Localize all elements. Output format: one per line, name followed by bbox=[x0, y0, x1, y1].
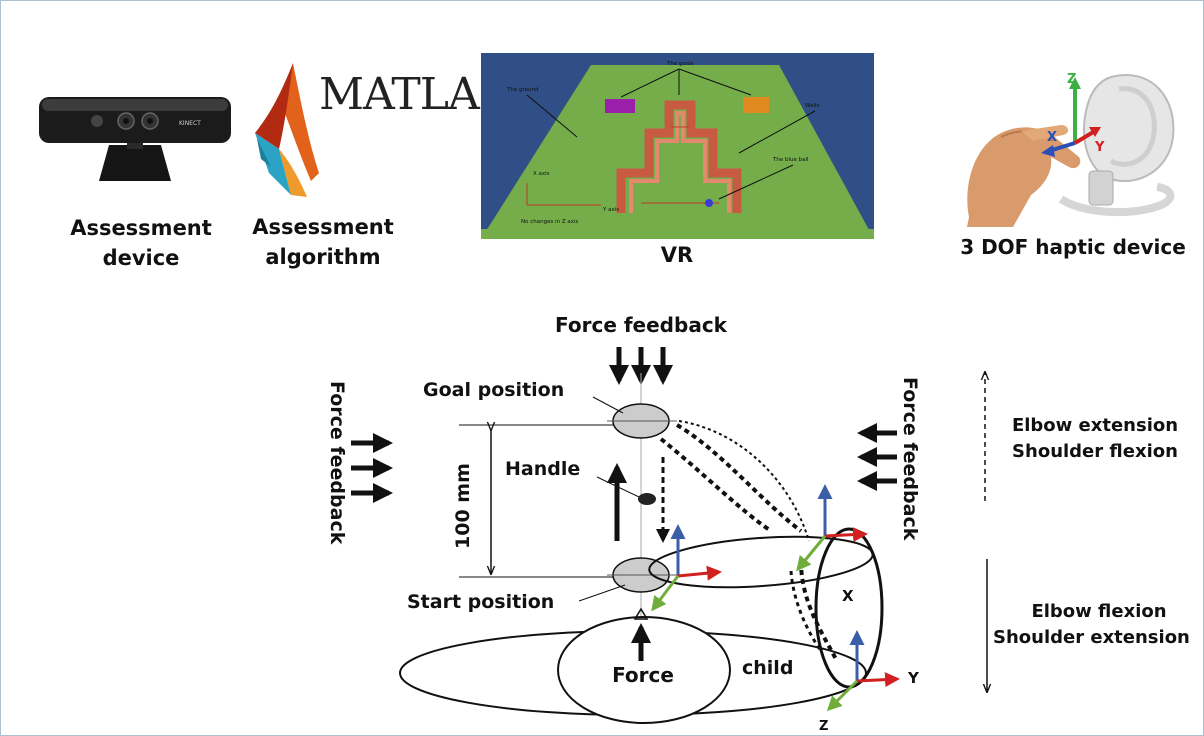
haptic-device-caption: 3 DOF haptic device bbox=[960, 235, 1186, 259]
force-label: Force bbox=[612, 663, 674, 687]
coordinate-frame-elbow bbox=[796, 484, 868, 572]
haptic-z-label: Z bbox=[1067, 72, 1076, 87]
kinect-brand-label: KINECT bbox=[179, 120, 201, 127]
axis-x-label: X bbox=[842, 587, 854, 605]
force-feedback-left-arrows bbox=[351, 433, 393, 503]
shoulder-extension-label: Shoulder extension bbox=[993, 627, 1190, 648]
force-feedback-top-label: Force feedback bbox=[555, 313, 727, 337]
force-feedback-left-label: Force feedback bbox=[326, 381, 348, 545]
assessment-device-line2: device bbox=[102, 246, 180, 270]
vr-y-axis-label: Y axis bbox=[602, 207, 619, 213]
axis-y-label: Y bbox=[908, 669, 919, 687]
handle-label: Handle bbox=[505, 458, 581, 480]
vr-scene-image: The goals The ground Walls The blue ball… bbox=[481, 53, 874, 239]
vr-z-note-label: No changes in Z axis bbox=[521, 219, 579, 225]
vr-goals-label: The goals bbox=[666, 61, 694, 67]
assessment-device-line1: Assessment bbox=[70, 216, 212, 240]
start-position-label: Start position bbox=[407, 591, 555, 613]
kinect-sensor-image: KINECT bbox=[39, 97, 231, 181]
vr-x-axis-label: X axis bbox=[533, 171, 550, 177]
goal-position-label: Goal position bbox=[423, 379, 565, 401]
matlab-membrane-icon bbox=[255, 63, 319, 197]
elbow-flexion-label: Elbow flexion bbox=[1031, 601, 1167, 622]
distance-dimension bbox=[459, 425, 613, 578]
vr-ball-label: The blue ball bbox=[772, 157, 809, 163]
assessment-algorithm-caption: Assessment algorithm bbox=[233, 212, 413, 272]
assessment-device-caption: Assessment device bbox=[51, 213, 231, 273]
coordinate-frame-shoulder bbox=[826, 630, 900, 712]
assessment-algorithm-line2: algorithm bbox=[265, 245, 381, 269]
haptic-y-label: Y bbox=[1094, 140, 1105, 155]
force-feedback-right-arrows bbox=[857, 423, 897, 491]
distance-label: 100 mm bbox=[452, 463, 474, 549]
assessment-algorithm-line1: Assessment bbox=[252, 215, 394, 239]
coordinate-frame-start bbox=[651, 524, 722, 612]
handle-marker bbox=[638, 493, 656, 505]
head-outline bbox=[557, 616, 731, 724]
haptic-x-label: X bbox=[1047, 130, 1057, 145]
haptic-device-image: Z X Y bbox=[967, 72, 1175, 227]
forearm-outline bbox=[814, 527, 884, 689]
vr-walls-label: Walls bbox=[805, 103, 820, 109]
axis-z-label: Z bbox=[819, 719, 829, 734]
matlab-logo-text: MATLAB bbox=[319, 69, 511, 120]
force-feedback-right-label: Force feedback bbox=[899, 377, 921, 541]
elbow-extension-label: Elbow extension bbox=[1011, 415, 1179, 436]
upper-arm-outline bbox=[648, 535, 874, 589]
vr-ground-label: The ground bbox=[506, 87, 538, 93]
vr-caption: VR bbox=[660, 243, 694, 267]
shoulder-flexion-label: Shoulder flexion bbox=[1012, 441, 1178, 462]
child-label: child bbox=[742, 657, 794, 679]
